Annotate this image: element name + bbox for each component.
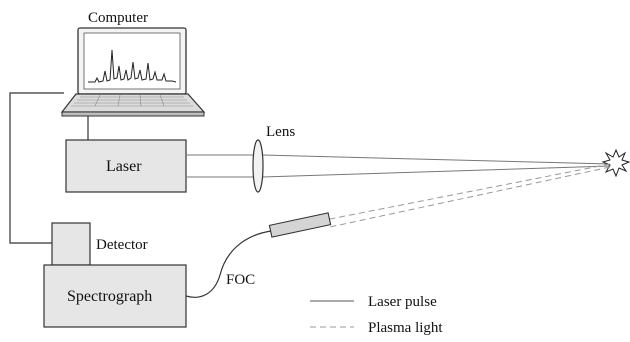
- laptop-icon: [60, 27, 206, 117]
- spectrograph-box: [43, 264, 187, 328]
- plasma-light-lower: [329, 166, 611, 228]
- legend: Laser pulse Plasma light: [310, 294, 443, 336]
- computer-label: Computer: [88, 10, 148, 26]
- foc-label: FOC: [226, 272, 255, 288]
- fiber-optic-cable: [185, 230, 272, 298]
- plasma-light-upper: [329, 163, 611, 220]
- plasma-spark-icon: [601, 148, 630, 178]
- lens-label: Lens: [266, 124, 295, 140]
- keyboard-icon: [71, 94, 193, 107]
- legend-plasma-light-label: Plasma light: [368, 320, 443, 336]
- fiber-collector: [268, 212, 332, 238]
- lens-icon: [252, 139, 264, 193]
- spectrograph-label: Spectrograph: [67, 288, 152, 305]
- laptop-edge: [61, 111, 205, 117]
- computer-detector-cable: [9, 92, 64, 244]
- legend-laser-pulse-label: Laser pulse: [368, 294, 437, 310]
- detector-label: Detector: [96, 237, 148, 253]
- focused-beam-upper: [261, 154, 611, 165]
- laser-box: [65, 139, 187, 193]
- laptop-screen: [83, 32, 181, 90]
- focused-beam-lower: [261, 165, 611, 178]
- laser-label: Laser: [106, 158, 142, 175]
- spectrum-trace: [88, 49, 177, 83]
- detector-box: [51, 222, 91, 266]
